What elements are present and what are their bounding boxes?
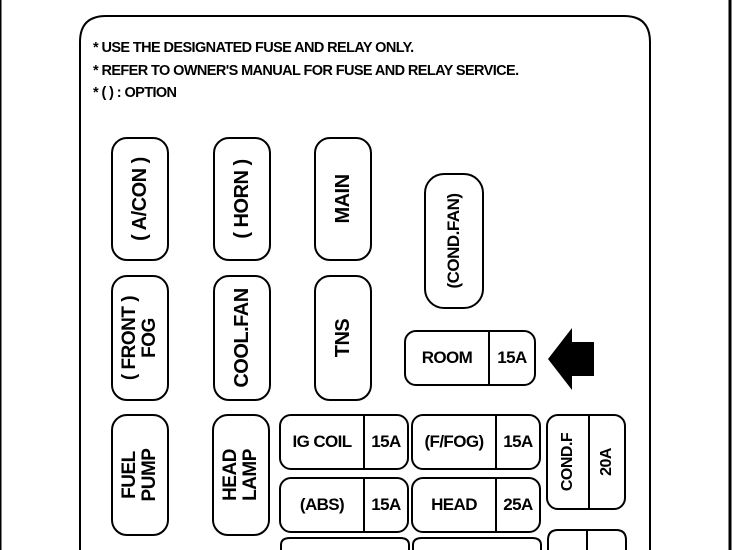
fuse-room-rating: 15A bbox=[488, 332, 534, 384]
relay-cool-fan: COOL.FAN bbox=[213, 275, 271, 401]
fuse-head: HEAD 25A bbox=[411, 477, 541, 533]
fuse-cond-f-rating-cell: 20A bbox=[588, 416, 624, 508]
relay-cond-fan: (COND.FAN) bbox=[424, 173, 484, 309]
note-owners-manual: * REFER TO OWNER'S MANUAL FOR FUSE AND R… bbox=[93, 63, 519, 79]
fuse-ig-coil-rating: 15A bbox=[363, 416, 407, 468]
fuse-room: ROOM 15A bbox=[404, 330, 536, 386]
fuse-cond-f: COND.F 20A bbox=[546, 414, 626, 510]
fuse-abs-name: (ABS) bbox=[299, 495, 345, 514]
fuse-head-rating: 25A bbox=[495, 479, 539, 531]
left-arrow-icon bbox=[548, 328, 594, 390]
fuse-f-fog-name: (F/FOG) bbox=[424, 432, 484, 451]
relay-head-lamp: HEAD LAMP bbox=[212, 414, 270, 536]
fuse-head-name: HEAD bbox=[431, 495, 477, 514]
relay-front-fog: ( FRONT ) FOG bbox=[111, 275, 169, 401]
fuse-ig-coil: IG COIL 15A bbox=[279, 414, 409, 470]
relay-main: MAIN bbox=[314, 137, 372, 261]
fuse-room-name: ROOM bbox=[421, 348, 473, 367]
fuse-abs: (ABS) 15A bbox=[279, 477, 409, 533]
note-designated: * USE THE DESIGNATED FUSE AND RELAY ONLY… bbox=[93, 40, 414, 56]
note-option: * ( ) : OPTION bbox=[93, 85, 177, 101]
relay-fuel-pump: FUEL PUMP bbox=[111, 414, 169, 536]
fuse-abs-rating: 15A bbox=[363, 479, 407, 531]
relay-tns: TNS bbox=[314, 275, 372, 401]
fuse-f-fog: (F/FOG) 15A bbox=[411, 414, 541, 470]
fuse-ig-coil-name: IG COIL bbox=[292, 432, 352, 451]
fuse-f-fog-rating: 15A bbox=[495, 416, 539, 468]
relay-acon: ( A/CON ) bbox=[111, 137, 169, 261]
relay-horn: ( HORN ) bbox=[213, 137, 271, 261]
